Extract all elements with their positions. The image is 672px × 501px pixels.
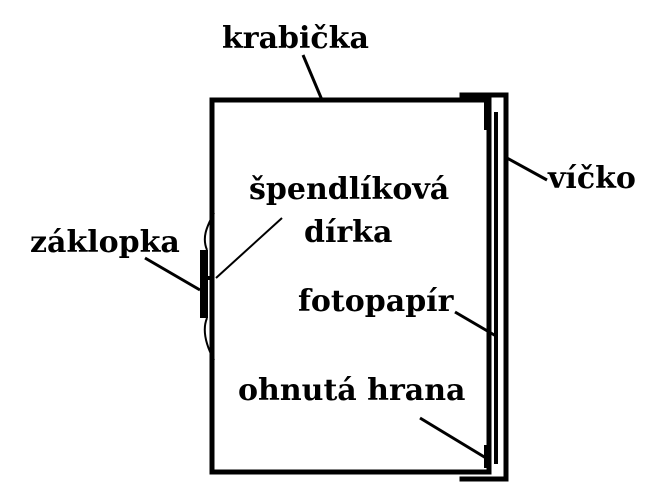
photopaper-leader	[454, 310, 497, 338]
lid-label: víčko	[547, 161, 636, 196]
flap-shutter	[200, 250, 208, 318]
lid-leader	[506, 156, 548, 182]
flap-label: záklopka	[30, 225, 180, 260]
pinhole-leader	[215, 217, 283, 279]
box-outline	[209, 97, 492, 475]
flap-curve	[203, 212, 215, 361]
photopaper-label: fotopapír	[298, 284, 455, 319]
pinhole-label-line2: dírka	[304, 215, 392, 250]
pinhole-label-line1: špendlíková	[249, 172, 449, 207]
box-leader	[301, 54, 324, 101]
pinhole	[206, 276, 214, 280]
flap-leader	[144, 256, 201, 292]
bent-edge-label: ohnutá hrana	[238, 373, 466, 408]
bent-edge-leader	[419, 416, 487, 460]
box-label: krabička	[222, 21, 369, 56]
lid-bracket	[459, 92, 509, 482]
